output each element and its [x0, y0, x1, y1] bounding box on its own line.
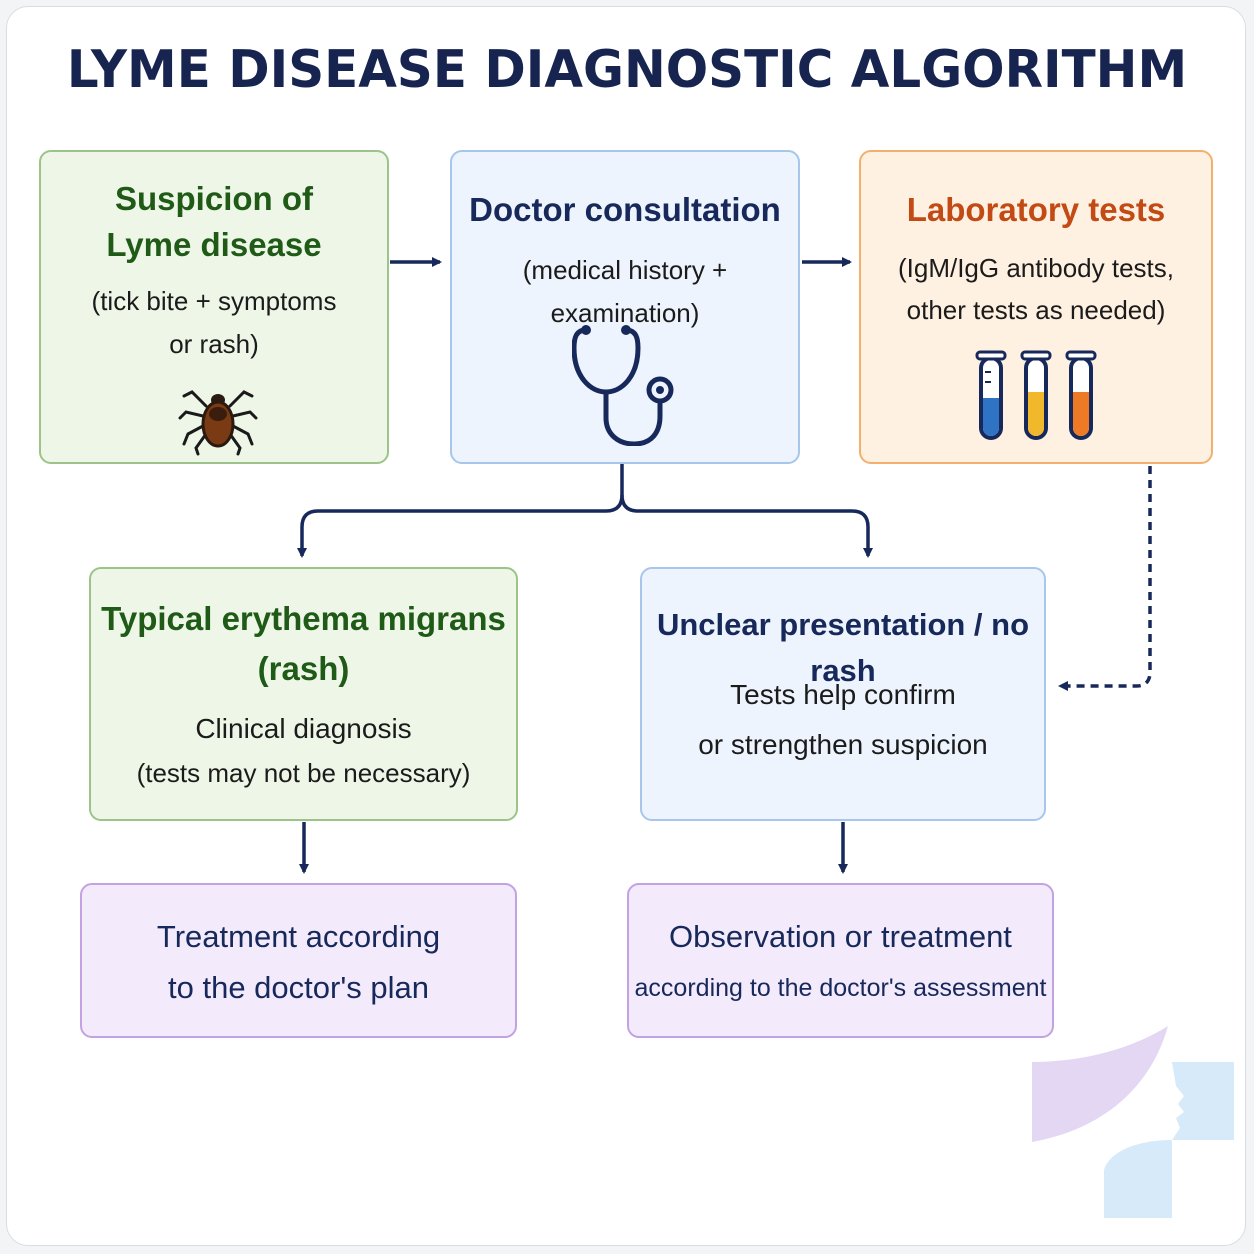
- erythema-desc-line1: Clinical diagnosis: [195, 713, 412, 744]
- erythema-title-line2: (rash): [257, 650, 350, 687]
- tick-icon: [178, 390, 258, 456]
- suspicion-desc-line2: or rash): [169, 329, 259, 359]
- node-erythema: Typical erythema migrans (rash) Clinical…: [89, 567, 518, 821]
- suspicion-title-line1: Suspicion of: [115, 180, 313, 217]
- node-treatment: Treatment according to the doctor's plan: [80, 883, 517, 1038]
- consultation-title: Doctor consultation: [469, 191, 781, 228]
- unclear-desc-line1: Tests help confirm: [730, 679, 956, 710]
- laboratory-desc-line1: (IgM/IgG antibody tests,: [897, 253, 1174, 283]
- node-unclear: Unclear presentation / no rash Tests hel…: [640, 567, 1046, 821]
- suspicion-desc-line1: (tick bite + symptoms: [91, 286, 337, 316]
- erythema-title-line1: Typical erythema migrans: [101, 600, 506, 637]
- arrow-consultation-to-unclear: [620, 494, 873, 558]
- unclear-title: Unclear presentation / no rash: [656, 607, 1030, 688]
- unclear-desc-line2: or strengthen suspicion: [698, 729, 988, 760]
- node-suspicion: Suspicion of Lyme disease (tick bite + s…: [39, 150, 389, 464]
- arrow-laboratory-to-unclear-dashed: [1058, 466, 1152, 691]
- page-title: LYME DISEASE DIAGNOSTIC ALGORITHM: [66, 40, 1188, 100]
- consultation-desc: (medical history + examination): [522, 255, 728, 328]
- node-observation: Observation or treatment according to th…: [627, 883, 1054, 1038]
- treatment-line2: to the doctor's plan: [168, 970, 429, 1005]
- test-tubes-icon: [975, 350, 1097, 440]
- laboratory-desc-line2: other tests as needed): [906, 295, 1166, 325]
- suspicion-title-line2: Lyme disease: [106, 226, 322, 263]
- observation-line2: according to the doctor's assessment: [634, 974, 1047, 1002]
- laboratory-title: Laboratory tests: [906, 191, 1166, 228]
- node-laboratory: Laboratory tests (IgM/IgG antibody tests…: [859, 150, 1213, 464]
- erythema-desc-line2: (tests may not be necessary): [136, 758, 471, 788]
- observation-line1: Observation or treatment: [669, 919, 1012, 954]
- stethoscope-icon: [572, 325, 674, 446]
- node-consultation: Doctor consultation (medical history + e…: [450, 150, 800, 464]
- treatment-line1: Treatment according: [156, 919, 441, 954]
